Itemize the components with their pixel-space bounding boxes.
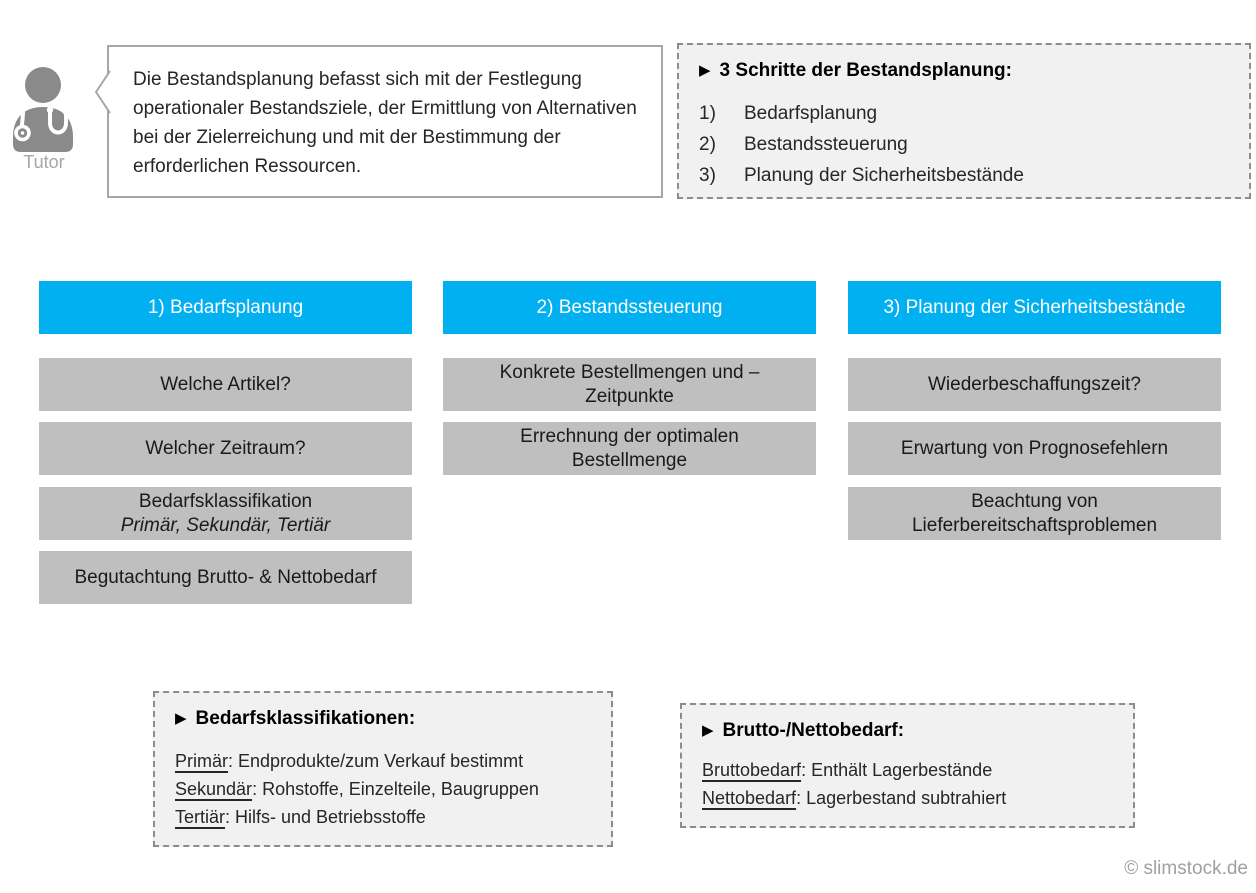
process-box-text: Welcher Zeitraum? xyxy=(145,437,306,459)
step-label: Planung der Sicherheitsbestände xyxy=(744,165,1024,186)
process-box-text: Erwartung von Prognosefehlern xyxy=(900,437,1169,459)
definitions-list: Bruttobedarf: Enthält Lagerbestände Nett… xyxy=(702,756,1113,812)
definitions-panel-bedarfsklassifikationen: ▶ Bedarfsklassifikationen: Primär: Endpro… xyxy=(153,691,613,847)
definition-text: : Endprodukte/zum Verkauf bestimmt xyxy=(228,751,524,771)
definition-text: : Hilfs- und Betriebsstoffe xyxy=(225,807,426,827)
process-box-wiederbeschaffungszeit: Wiederbeschaffungszeit? xyxy=(848,358,1221,411)
definition-text: : Lagerbestand subtrahiert xyxy=(796,788,1007,808)
definitions-panel-title: ▶ Brutto-/Nettobedarf: xyxy=(702,720,1113,742)
steps-panel-title: ▶ 3 Schritte der Bestandsplanung: xyxy=(699,60,1229,82)
process-box-prognosefehler: Erwartung von Prognosefehlern xyxy=(848,422,1221,475)
definition-bruttobedarf: Bruttobedarf: Enthält Lagerbestände xyxy=(702,756,1113,784)
tutor-label: Tutor xyxy=(23,152,65,172)
tutor-speech-bubble: Die Bestandsplanung befasst sich mit der… xyxy=(95,45,663,198)
process-box-text: Beachtung von Lieferbereitschaftsproblem… xyxy=(911,490,1158,536)
step-item-1: 1) Bedarfsplanung xyxy=(699,98,1229,129)
definition-tertiaer: Tertiär: Hilfs- und Betriebsstoffe xyxy=(175,803,591,831)
steps-panel: ▶ 3 Schritte der Bestandsplanung: 1) Beda… xyxy=(677,43,1251,199)
process-box-welche-artikel: Welche Artikel? xyxy=(39,358,412,411)
definition-nettobedarf: Nettobedarf: Lagerbestand subtrahiert xyxy=(702,784,1113,812)
definition-primaer: Primär: Endprodukte/zum Verkauf bestimmt xyxy=(175,747,591,775)
process-box-welcher-zeitraum: Welcher Zeitraum? xyxy=(39,422,412,475)
triangle-bullet-icon: ▶ xyxy=(702,722,714,739)
copyright: © slimstock.de xyxy=(1124,858,1248,879)
column-header-sicherheitsbestaende: 3) Planung der Sicherheitsbestände xyxy=(848,281,1221,334)
process-box-text: Bedarfsklassifikation xyxy=(138,490,313,512)
column-header-bestandssteuerung: 2) Bestandssteuerung xyxy=(443,281,816,334)
process-box-optimale-bestellmenge: Errechnung der optimalen Bestellmenge xyxy=(443,422,816,475)
definition-sekundaer: Sekundär: Rohstoffe, Einzelteile, Baugru… xyxy=(175,775,591,803)
step-number: 1) xyxy=(699,103,716,124)
process-box-subtext: Primär, Sekundär, Tertiär xyxy=(120,514,331,536)
definitions-title-text: Bedarfsklassifikationen: xyxy=(195,708,416,729)
tutor-icon xyxy=(13,67,73,152)
speech-bubble-tail-icon xyxy=(95,70,111,114)
steps-list: 1) Bedarfsplanung 2) Bestandssteuerung 3… xyxy=(699,98,1229,191)
definition-text: : Rohstoffe, Einzelteile, Baugruppen xyxy=(252,779,539,799)
process-box-begutachtung: Begutachtung Brutto- & Nettobedarf xyxy=(39,551,412,604)
step-number: 3) xyxy=(699,165,716,186)
step-label: Bedarfsplanung xyxy=(744,103,878,124)
process-box-lieferbereitschaft: Beachtung von Lieferbereitschaftsproblem… xyxy=(848,487,1221,540)
definition-term: Nettobedarf xyxy=(702,788,797,808)
step-number: 2) xyxy=(699,134,716,155)
definition-text: : Enthält Lagerbestände xyxy=(801,760,993,780)
definition-term: Tertiär xyxy=(175,807,226,827)
steps-title-text: 3 Schritte der Bestandsplanung: xyxy=(719,60,1012,81)
triangle-bullet-icon: ▶ xyxy=(175,710,187,727)
definitions-panel-title: ▶ Bedarfsklassifikationen: xyxy=(175,708,591,730)
process-box-text: Errechnung der optimalen Bestellmenge xyxy=(520,425,739,471)
definition-term: Sekundär xyxy=(175,779,253,799)
definition-term: Bruttobedarf xyxy=(702,760,802,780)
step-item-3: 3) Planung der Sicherheitsbestände xyxy=(699,160,1229,191)
step-label: Bestandssteuerung xyxy=(744,134,908,155)
definitions-list: Primär: Endprodukte/zum Verkauf bestimmt… xyxy=(175,747,591,831)
process-box-text: Konkrete Bestellmengen und – Zeitpunkte xyxy=(499,361,760,407)
process-box-bestellmengen: Konkrete Bestellmengen und – Zeitpunkte xyxy=(443,358,816,411)
definitions-title-text: Brutto-/Nettobedarf: xyxy=(722,720,905,741)
process-box-text: Wiederbeschaffungszeit? xyxy=(928,373,1141,395)
process-box-bedarfsklassifikation: Bedarfsklassifikation Primär, Sekundär, … xyxy=(39,487,412,540)
step-item-2: 2) Bestandssteuerung xyxy=(699,129,1229,160)
process-box-text: Begutachtung Brutto- & Nettobedarf xyxy=(74,566,377,588)
speech-text: Die Bestandsplanung befasst sich mit der… xyxy=(133,69,637,177)
triangle-bullet-icon: ▶ xyxy=(699,62,711,79)
column-header-bedarfsplanung: 1) Bedarfsplanung xyxy=(39,281,412,334)
definition-term: Primär xyxy=(175,751,228,771)
process-box-text: Welche Artikel? xyxy=(160,373,291,395)
definitions-panel-brutto-netto: ▶ Brutto-/Nettobedarf: Bruttobedarf: Enth… xyxy=(680,703,1135,828)
